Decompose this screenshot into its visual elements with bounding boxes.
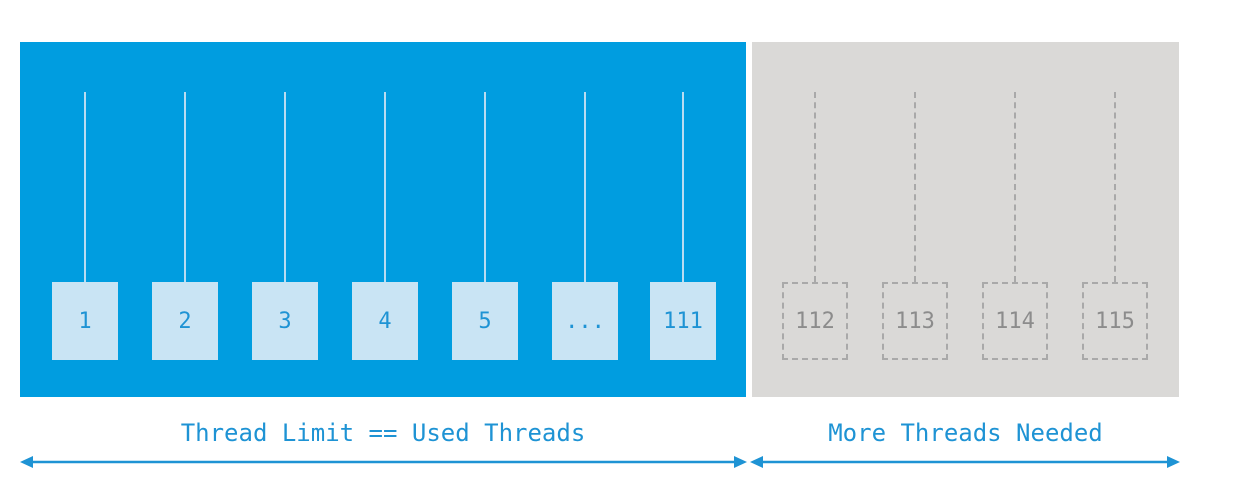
used-span-arrow	[20, 456, 747, 468]
thread-line	[914, 92, 916, 282]
thread-box: 115	[1082, 282, 1148, 360]
thread-box: ...	[552, 282, 618, 360]
thread-box: 112	[782, 282, 848, 360]
thread-box: 114	[982, 282, 1048, 360]
thread-box: 1	[52, 282, 118, 360]
arrowhead-left	[20, 456, 33, 468]
thread-box: 111	[650, 282, 716, 360]
needed-span-arrow	[750, 456, 1180, 468]
thread-line	[1014, 92, 1016, 282]
thread-box: 2	[152, 282, 218, 360]
thread-line	[484, 92, 486, 282]
arrowhead-left	[750, 456, 763, 468]
thread-line	[284, 92, 286, 282]
thread-line	[184, 92, 186, 282]
thread-line	[682, 92, 684, 282]
thread-line	[84, 92, 86, 282]
thread-box: 5	[452, 282, 518, 360]
needed-threads-label: More Threads Needed	[828, 419, 1103, 447]
thread-box: 113	[882, 282, 948, 360]
arrowhead-right	[1167, 456, 1180, 468]
used-threads-panel: 1 2 3 4 5 ... 111	[20, 42, 746, 397]
thread-line	[384, 92, 386, 282]
thread-box: 4	[352, 282, 418, 360]
used-threads-label: Thread Limit == Used Threads	[180, 419, 586, 447]
thread-line	[814, 92, 816, 282]
thread-line	[1114, 92, 1116, 282]
thread-box: 3	[252, 282, 318, 360]
needed-threads-panel: 112 113 114 115	[752, 42, 1179, 397]
thread-line	[584, 92, 586, 282]
arrowhead-right	[734, 456, 747, 468]
